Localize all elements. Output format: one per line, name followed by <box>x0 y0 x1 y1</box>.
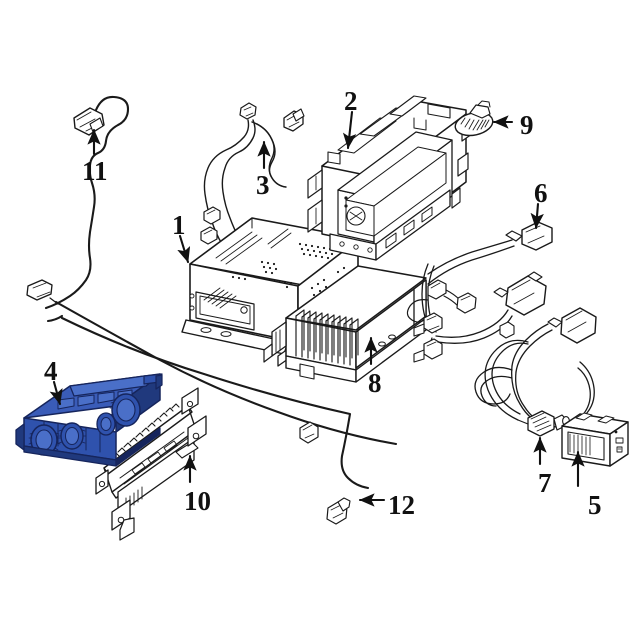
cable-end-connector-left <box>26 279 398 446</box>
callout-arrow-2 <box>342 110 357 150</box>
part-2-display-screen-assembly <box>307 95 473 261</box>
callout-label-6: 6 <box>534 178 548 208</box>
callout-label-11: 11 <box>82 156 108 186</box>
callout-arrow-6 <box>530 202 544 230</box>
callout-label-8: 8 <box>368 368 382 398</box>
callout-label-12: 12 <box>388 490 415 520</box>
callout-label-4: 4 <box>44 356 58 386</box>
callout-label-1: 1 <box>172 210 186 240</box>
callout-label-7: 7 <box>538 468 552 498</box>
part-8-amplifier-heat-sink-unit <box>263 265 427 383</box>
callout-label-9: 9 <box>520 110 534 140</box>
callout-label-5: 5 <box>588 490 602 520</box>
callout-label-2: 2 <box>344 86 358 116</box>
part-6-wiring-connector-upper <box>427 221 553 285</box>
part-3-antenna-coaxial-cable <box>200 102 305 245</box>
part-7-antenna-lead-connector <box>484 339 570 437</box>
part-4-climate-audio-control-panel <box>15 373 163 467</box>
callout-arrow-1 <box>177 234 191 264</box>
wiring-harness-cluster-right <box>406 263 597 428</box>
part-9-microphone-module <box>454 100 494 137</box>
callout-label-3: 3 <box>256 170 270 200</box>
part-12-main-wiring-harness <box>60 316 370 525</box>
part-5-media-usb-hub-module <box>561 412 629 467</box>
callout-label-10: 10 <box>184 486 211 516</box>
callout-arrow-4 <box>49 380 63 406</box>
part-11-antenna-cable-connector <box>44 95 130 310</box>
